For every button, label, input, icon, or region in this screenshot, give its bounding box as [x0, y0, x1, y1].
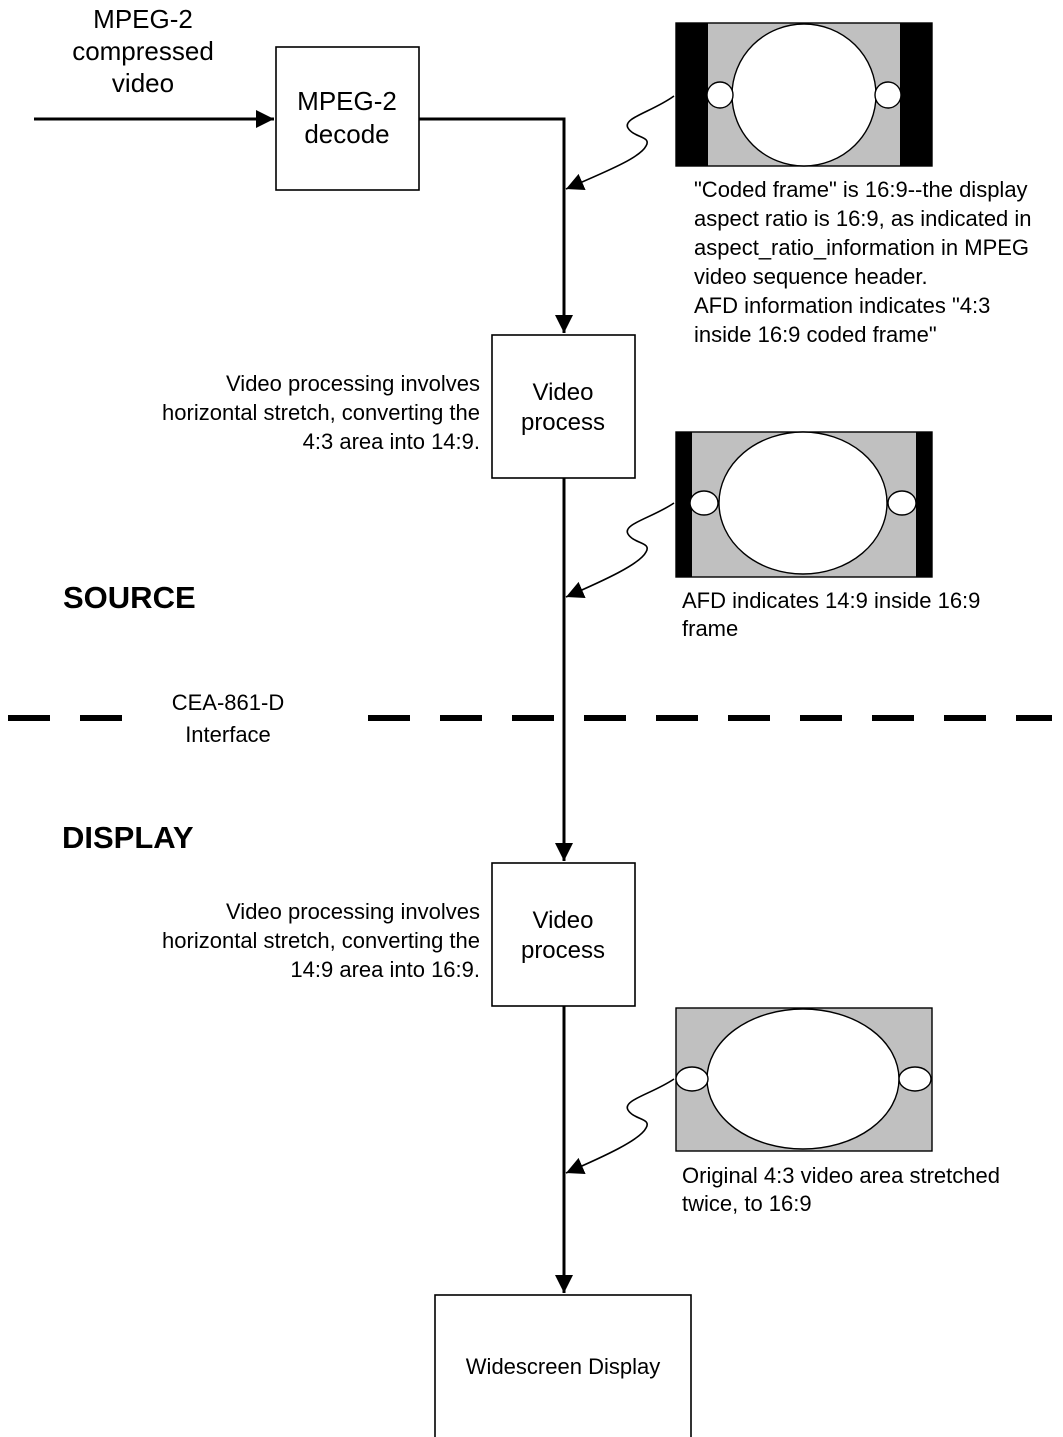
- source-process-note-line3: 4:3 area into 14:9.: [303, 429, 480, 454]
- input-label-line2: compressed: [72, 36, 214, 66]
- coded-frame-note-line2: aspect ratio is 16:9, as indicated in: [694, 206, 1032, 231]
- stretched-note: Original 4:3 video area stretched twice,…: [682, 1163, 1000, 1216]
- stretched-note-line2: twice, to 16:9: [682, 1191, 812, 1216]
- stretched-frame-icon: [675, 1007, 933, 1152]
- decode-box-line1: MPEG-2: [297, 86, 397, 116]
- stretched-frame-pointer: [565, 1078, 675, 1175]
- display-process-line1: Video: [533, 907, 594, 934]
- interface-label-backdrop: [150, 684, 340, 752]
- coded-frame-note-line1: "Coded frame" is 16:9--the display: [694, 177, 1028, 202]
- display-process-note: Video processing involves horizontal str…: [162, 899, 480, 982]
- stretched-note-line1: Original 4:3 video area stretched: [682, 1163, 1000, 1188]
- afd-14-9-frame-icon: [675, 431, 933, 578]
- display-process-note-line3: 14:9 area into 16:9.: [290, 957, 480, 982]
- afd-note-line1: AFD indicates 14:9 inside 16:9: [682, 588, 980, 613]
- interface-label: CEA-861-D Interface: [172, 690, 284, 747]
- afd-frame-pointer: [565, 502, 675, 599]
- source-process-note-line2: horizontal stretch, converting the: [162, 400, 480, 425]
- coded-frame-icon: [675, 22, 933, 167]
- coded-frame-note-line6: inside 16:9 coded frame": [694, 322, 937, 347]
- input-label-line1: MPEG-2: [93, 4, 193, 34]
- afd-note: AFD indicates 14:9 inside 16:9 frame: [682, 588, 980, 641]
- source-process-line2: process: [521, 409, 605, 436]
- display-section-label: DISPLAY: [62, 820, 194, 855]
- display-process-note-line1: Video processing involves: [226, 899, 480, 924]
- decode-box: MPEG-2 decode: [275, 46, 420, 191]
- widescreen-display-box: Widescreen Display: [434, 1294, 692, 1437]
- interface-label-line1: CEA-861-D: [172, 690, 284, 715]
- coded-frame-note-line5: AFD information indicates "4:3: [694, 293, 990, 318]
- widescreen-display-label: Widescreen Display: [466, 1354, 660, 1379]
- display-process-line2: process: [521, 937, 605, 964]
- coded-frame-note-line3: aspect_ratio_information in MPEG: [694, 235, 1029, 260]
- display-video-process-box: Video process: [491, 862, 636, 1007]
- input-label-line3: video: [112, 68, 174, 98]
- display-process-note-line2: horizontal stretch, converting the: [162, 928, 480, 953]
- interface-label-line2: Interface: [185, 722, 271, 747]
- coded-frame-pointer: [565, 95, 675, 191]
- coded-frame-note-line4: video sequence header.: [694, 264, 928, 289]
- source-process-line1: Video: [533, 379, 594, 406]
- afd-note-line2: frame: [682, 616, 738, 641]
- decode-to-process-arrow: [419, 117, 573, 333]
- source-video-process-box: Video process: [491, 334, 636, 479]
- source-process-note-line1: Video processing involves: [226, 371, 480, 396]
- coded-frame-note: "Coded frame" is 16:9--the display aspec…: [694, 177, 1032, 347]
- input-label: MPEG-2 compressed video: [72, 4, 214, 98]
- source-process-note: Video processing involves horizontal str…: [162, 371, 480, 454]
- source-section-label: SOURCE: [63, 580, 196, 615]
- decode-box-line2: decode: [304, 119, 389, 149]
